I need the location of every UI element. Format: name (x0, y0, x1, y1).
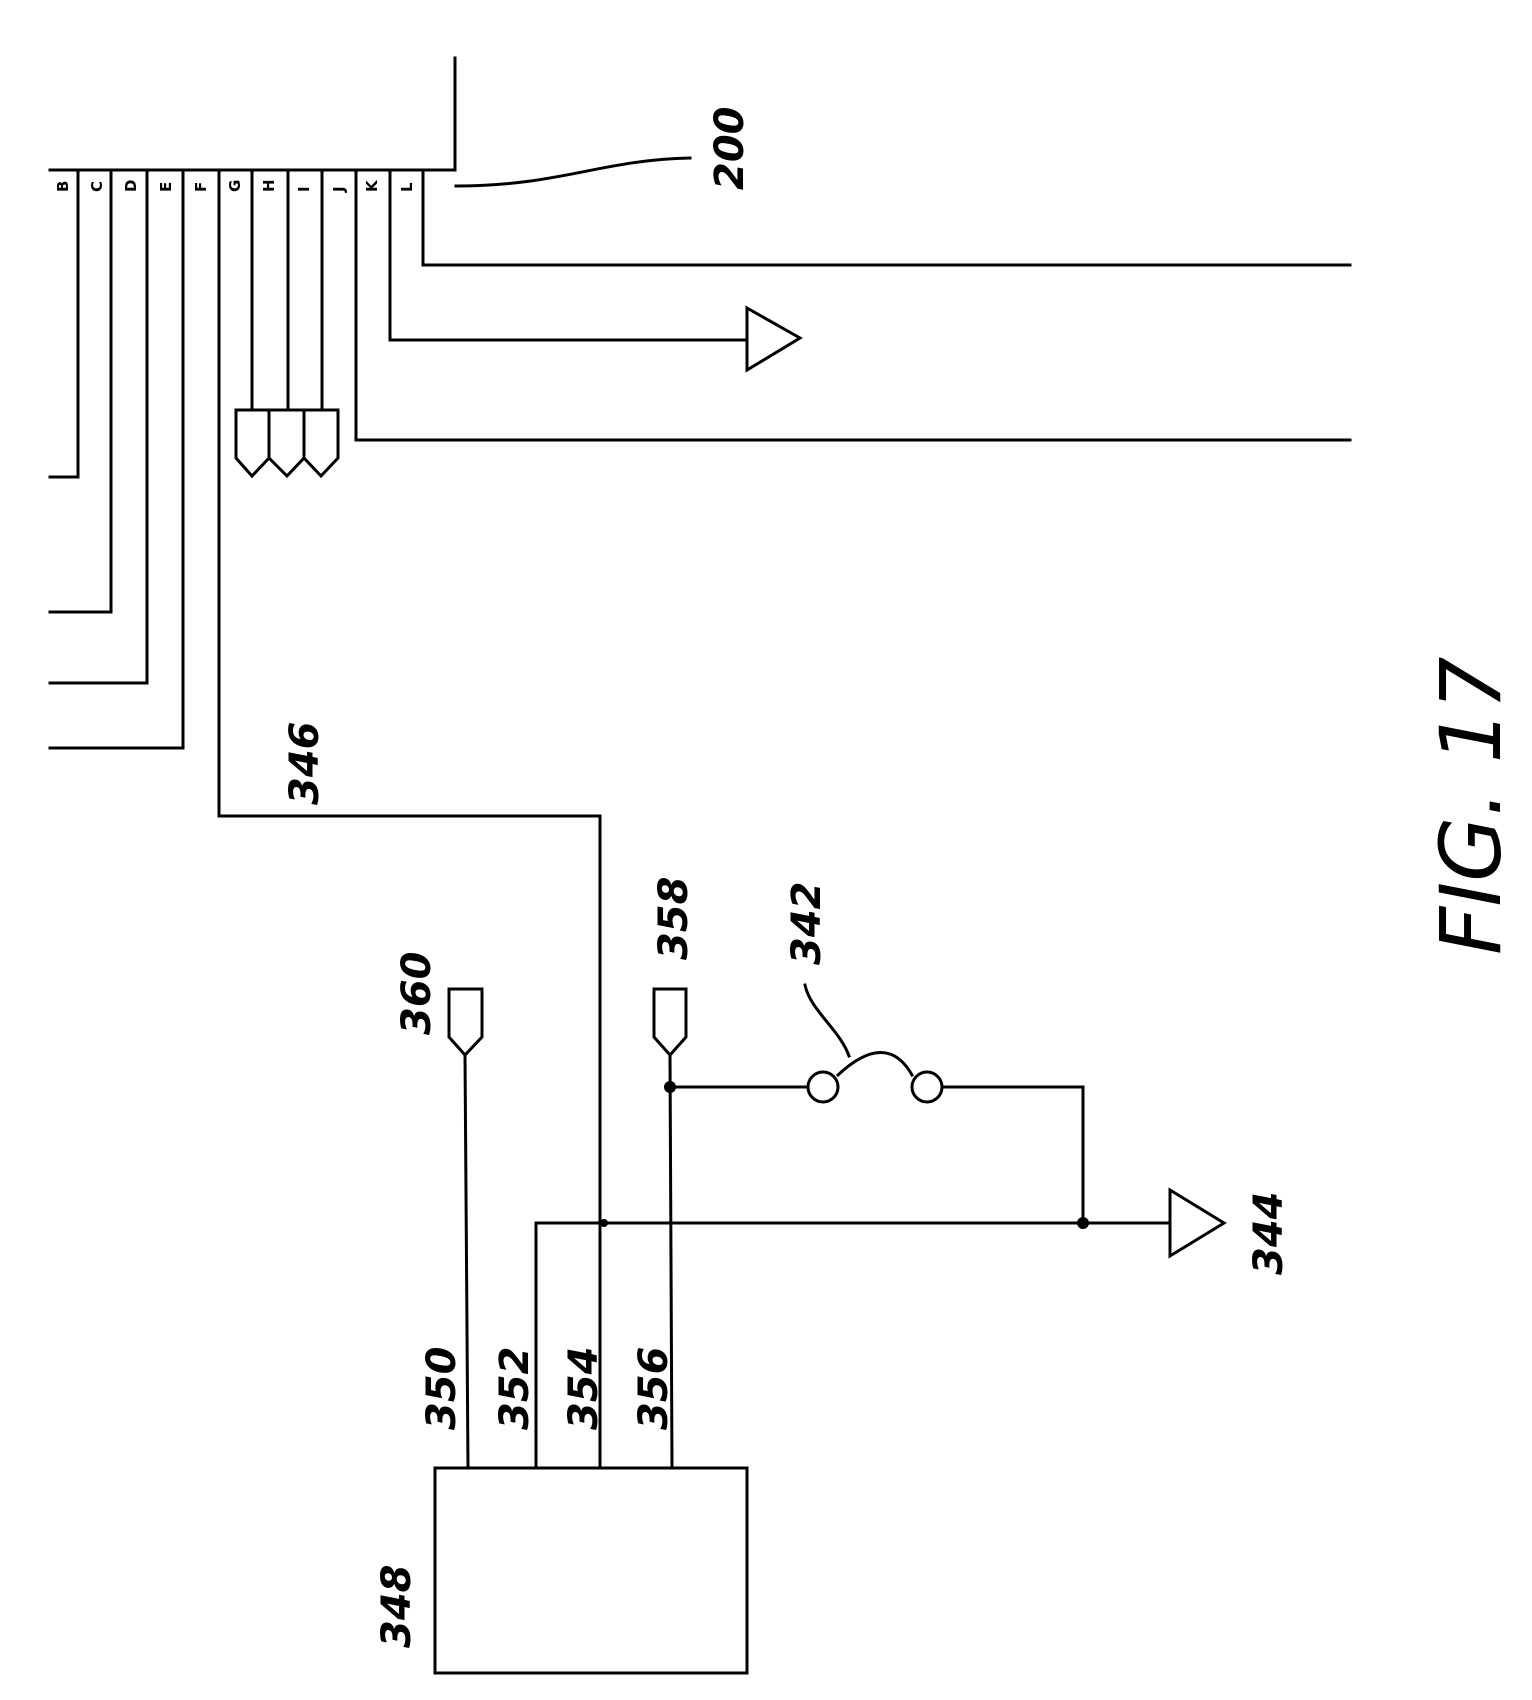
wire-d (48, 198, 149, 685)
junction-dot (600, 1219, 608, 1227)
pin-label-f: F (192, 182, 210, 192)
leader-342 (803, 983, 851, 1058)
ref-342: 342 (784, 882, 830, 966)
ref-344: 344 (1246, 1192, 1292, 1276)
wire-c (48, 198, 113, 614)
pin-label-d: D (122, 180, 140, 192)
wire-e (48, 198, 185, 750)
ref-358: 358 (651, 877, 697, 961)
ground-triangle-top (745, 305, 803, 373)
ref-356: 356 (631, 1347, 677, 1431)
wire-352 (534, 1221, 1172, 1470)
ref-354: 354 (561, 1347, 607, 1431)
pin-label-l: L (398, 182, 416, 192)
wire-top (421, 198, 1352, 267)
ref-200: 200 (707, 107, 753, 191)
fuse-terminal-right (910, 1070, 944, 1104)
ground-triangle-344 (1168, 1187, 1227, 1259)
wire-346 (217, 198, 602, 1470)
wires (48, 198, 1352, 1470)
ref-346: 346 (282, 722, 328, 806)
connector-200: B C D E F G H I J K L (48, 56, 457, 202)
pin-label-j: J (330, 186, 348, 193)
pin-label-g: G (226, 180, 244, 192)
wire-k (354, 198, 1352, 442)
ref-348: 348 (374, 1565, 420, 1649)
ref-350: 350 (419, 1347, 465, 1431)
pin-label-e: E (157, 182, 175, 192)
ref-360: 360 (394, 952, 440, 1036)
pin-label-k: K (363, 179, 381, 192)
junction-dot (1077, 1217, 1089, 1229)
fuse-element (835, 1051, 915, 1078)
pin-label-c: C (88, 181, 106, 192)
wire-l (388, 198, 747, 342)
terminal-j (302, 408, 340, 479)
terminal-h (234, 408, 271, 479)
junction-dot (664, 1081, 676, 1093)
wire-b (48, 198, 80, 479)
leader-200 (454, 156, 692, 188)
figure-caption: FIG. 17 (1422, 657, 1520, 955)
terminal-group (234, 408, 340, 479)
fuse-terminal-left (806, 1070, 840, 1104)
pin-label-i: I (295, 186, 313, 192)
wire-350 (463, 1053, 470, 1470)
ref-352: 352 (492, 1347, 538, 1431)
device-348 (433, 1466, 749, 1675)
wire-356 (668, 1053, 674, 1470)
pin-label-b: B (54, 181, 72, 192)
terminal-358 (652, 987, 688, 1058)
pin-label-h: H (260, 179, 278, 192)
terminal-i (267, 408, 306, 479)
terminal-360 (447, 987, 484, 1058)
